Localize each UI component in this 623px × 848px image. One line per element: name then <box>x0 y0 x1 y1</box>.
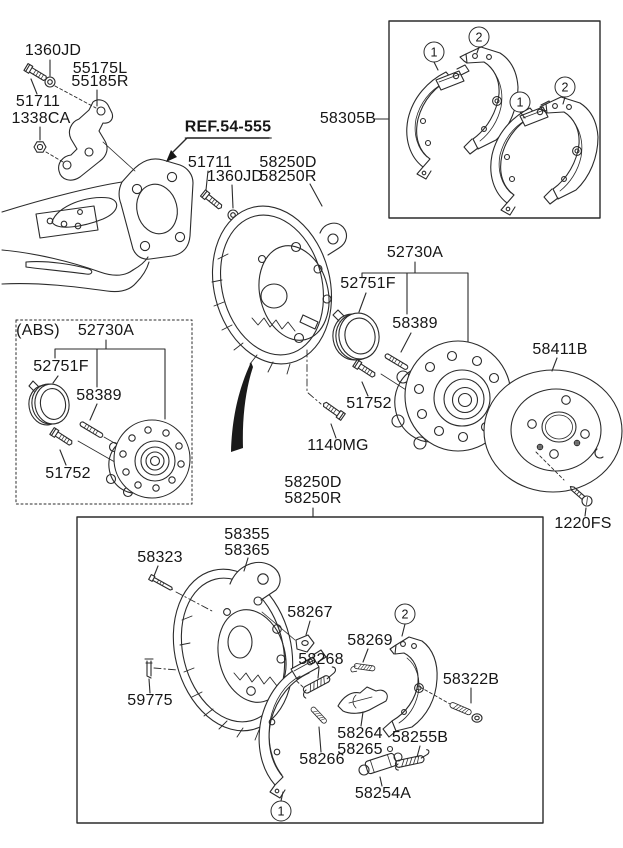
trailing-arm-illustration <box>1 158 194 293</box>
part-label-58411b: 58411B <box>532 341 588 358</box>
shoe-spring-icon <box>301 666 337 699</box>
shoe-marker-1: 1 <box>423 41 445 63</box>
part-label-51711-b: 51711 <box>187 154 233 171</box>
part-label-58269: 58269 <box>347 632 393 649</box>
parking-brake-box <box>76 507 544 824</box>
adjuster-strut-illustration <box>337 686 388 714</box>
bolt-icon <box>199 189 225 212</box>
brake-shoe-1-illustration <box>258 649 327 799</box>
part-label-58268: 58268 <box>298 651 344 668</box>
lower-spring-icon <box>394 749 430 771</box>
part-label-58267: 58267 <box>287 604 333 621</box>
part-label-58355: 58355 <box>224 526 270 543</box>
part-label-51752-b: 51752 <box>45 465 91 482</box>
part-label-58250r-b: 58250R <box>284 490 342 507</box>
part-label-58305b: 58305B <box>319 110 377 127</box>
part-label-59775: 59775 <box>127 692 173 709</box>
leader-line <box>584 507 587 517</box>
abs-option-box <box>15 319 193 505</box>
plate-bolt-icon <box>148 574 173 591</box>
backing-plate-illustration <box>172 561 294 741</box>
part-label-58323: 58323 <box>137 549 183 566</box>
part-label-58255b: 58255B <box>391 729 449 746</box>
part-label-58322b: 58322B <box>442 671 500 688</box>
part-label-58250d-a: 58250D <box>259 154 317 171</box>
part-label-51711-a: 51711 <box>15 93 61 110</box>
part-label-1360jd-a: 1360JD <box>24 42 82 59</box>
part-label-1220fs: 1220FS <box>554 515 612 532</box>
leader-dashed <box>535 451 565 481</box>
part-label-52751f-a: 52751F <box>340 275 396 292</box>
hold-spring-icon <box>309 705 328 725</box>
part-label-58389-a: 58389 <box>392 315 438 332</box>
shoe-kit-box <box>373 20 601 219</box>
part-label-58250r-a: 58250R <box>259 168 317 185</box>
part-label-51752-a: 51752 <box>346 395 392 412</box>
wheel-cylinder-illustration <box>358 745 403 776</box>
bolt-icon <box>320 399 346 421</box>
ref-note-label: REF.54-555 <box>184 119 272 139</box>
shoe-marker-2: 2 <box>554 76 576 98</box>
part-label-1360jd-b: 1360JD <box>206 168 264 185</box>
shoe-marker-2: 2 <box>394 603 416 625</box>
part-label-52730a-b: 52730A <box>77 322 135 339</box>
part-label-58250d-b: 58250D <box>284 474 342 491</box>
washer-icon <box>44 76 56 88</box>
part-label-58365: 58365 <box>224 542 270 559</box>
clip-illustration <box>295 634 315 653</box>
strut-bracket-illustration <box>58 99 114 181</box>
backing-plate-illustration <box>211 205 348 375</box>
shoe-marker-2: 2 <box>468 26 490 48</box>
adjuster-spring-icon <box>448 701 473 717</box>
part-label-58389-b: 58389 <box>76 387 122 404</box>
part-label-58266: 58266 <box>299 751 345 768</box>
rotation-swoosh <box>231 362 253 452</box>
shoe-marker-1: 1 <box>270 800 292 822</box>
brake-disc-illustration <box>483 357 623 493</box>
bolt-icon <box>23 63 49 84</box>
abs-ring-illustration <box>28 380 70 426</box>
nut-icon <box>33 141 47 153</box>
part-label-55185r: 55185R <box>71 73 129 90</box>
hub-illustration <box>105 419 191 499</box>
part-label-52730a-a: 52730A <box>386 244 444 261</box>
part-label-58254a: 58254A <box>354 785 412 802</box>
leader-line <box>330 423 337 439</box>
shoe-marker-1: 1 <box>509 91 531 113</box>
brake-shoe-2-illustration <box>382 636 438 738</box>
part-label-55175l: 55175L <box>72 60 128 77</box>
part-label-58265: 58265 <box>337 741 383 758</box>
bolt-icon <box>49 427 75 448</box>
return-spring-icon <box>350 662 376 673</box>
hub-stud-icon <box>78 420 105 439</box>
leader-dashdot <box>306 349 322 405</box>
hub-stud-icon <box>383 352 410 371</box>
shoe-hold-pin-icon <box>144 658 154 679</box>
bolt-icon <box>352 359 378 380</box>
abs-ring-illustration <box>332 309 380 361</box>
part-label-52751f-b: 52751F <box>33 358 89 375</box>
part-label-1338ca: 1338CA <box>11 110 71 127</box>
part-label-1140mg: 1140MG <box>307 437 369 454</box>
abs-note-label: (ABS) <box>16 322 60 339</box>
part-label-58264: 58264 <box>337 725 383 742</box>
